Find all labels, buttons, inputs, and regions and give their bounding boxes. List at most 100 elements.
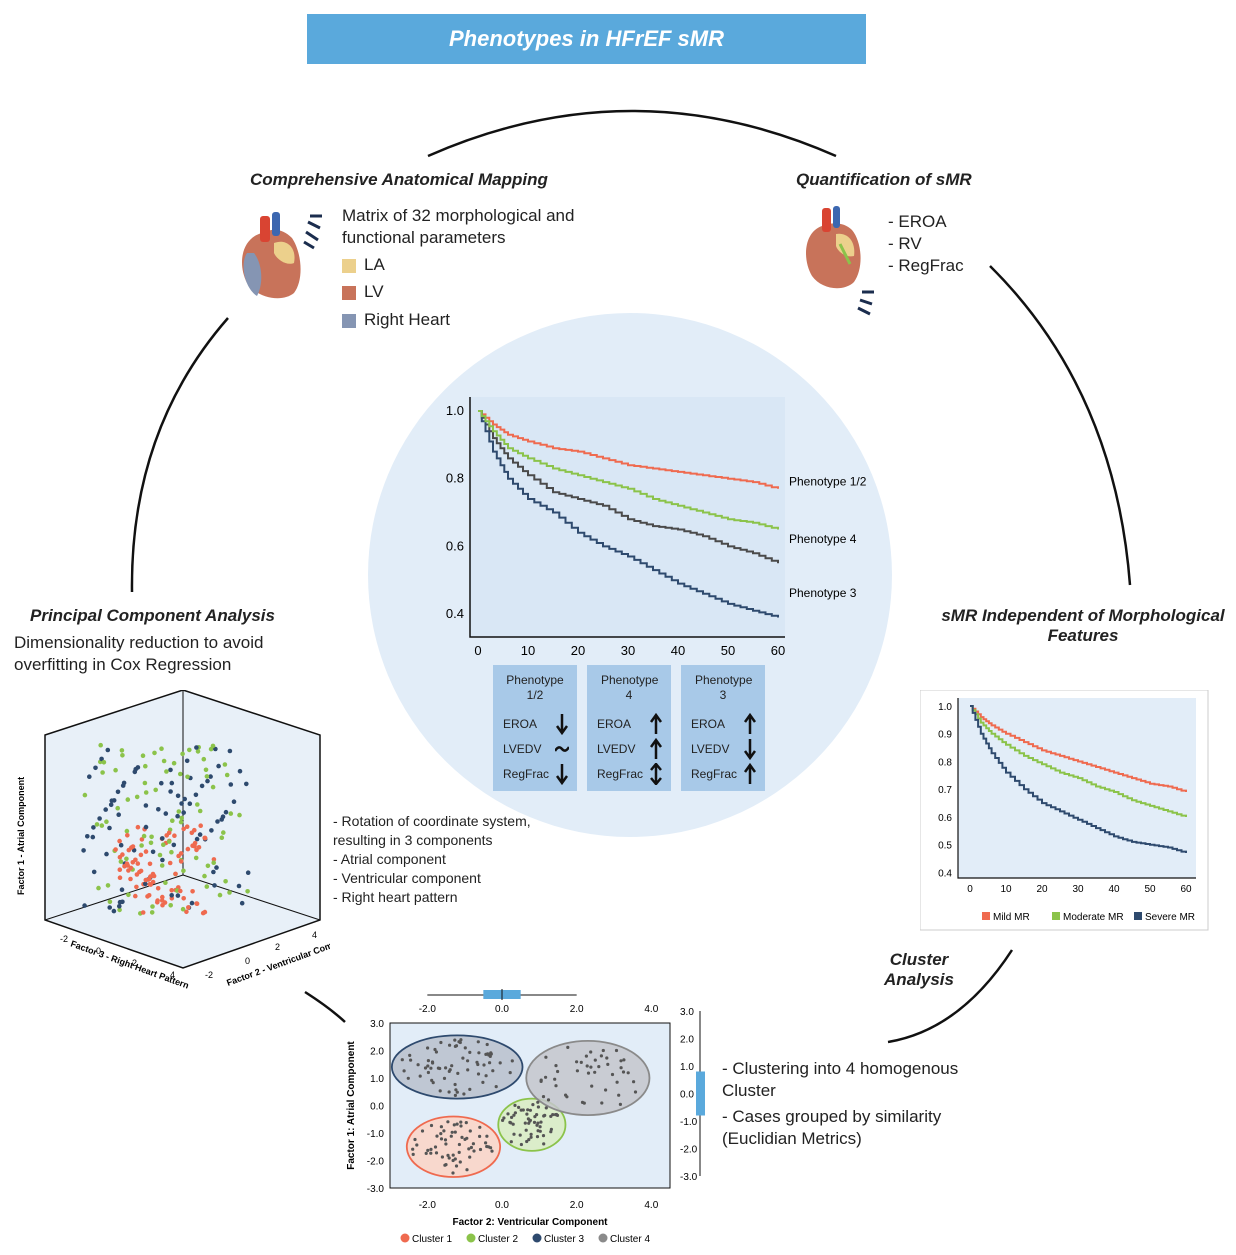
cluster-point	[506, 1112, 510, 1116]
pca-point	[111, 908, 117, 914]
cluster-point	[593, 1070, 597, 1074]
pca-point	[185, 774, 190, 780]
cluster-point	[626, 1071, 630, 1075]
cluster-point	[501, 1118, 505, 1122]
right-tick-label: -3.0	[680, 1172, 698, 1183]
pca-point	[189, 900, 195, 906]
cluster-point	[529, 1132, 533, 1136]
pca-point	[213, 746, 218, 752]
pca-point	[142, 780, 148, 786]
cluster-point	[420, 1129, 425, 1133]
top-tick-label: 4.0	[644, 1004, 658, 1015]
cluster-ellipse	[390, 1034, 524, 1100]
cluster-point	[434, 1151, 439, 1155]
pca-point	[163, 880, 168, 885]
cluster-point	[426, 1148, 430, 1152]
pca-point	[153, 787, 158, 793]
pca-axis1-label: Factor 1 - Atrial Component	[16, 777, 26, 895]
legend-label: Severe MR	[1145, 912, 1195, 923]
pca-point	[163, 811, 169, 816]
cluster-point	[451, 1171, 455, 1175]
cluster-point	[618, 1102, 622, 1106]
pca-point	[150, 849, 156, 855]
legend-marker	[466, 1233, 476, 1243]
pca-point	[182, 796, 187, 802]
pca-point	[161, 842, 166, 847]
right-tick-label: 0.0	[680, 1090, 694, 1101]
cluster-point	[423, 1066, 428, 1070]
cluster-point	[619, 1059, 623, 1063]
pca-point	[116, 812, 121, 817]
cluster-point	[511, 1122, 515, 1126]
pca-tick: 0	[245, 956, 250, 966]
cluster-point	[429, 1151, 433, 1155]
cluster-point	[584, 1054, 588, 1058]
pca-point	[180, 906, 186, 912]
pca-point	[159, 863, 165, 868]
cluster-point	[525, 1139, 529, 1144]
cluster-point	[478, 1147, 483, 1152]
pca-point	[222, 762, 228, 767]
y-tick-label: 0.6	[938, 813, 952, 824]
anatomical-mapping-title: Comprehensive Anatomical Mapping	[250, 170, 548, 189]
pca-point	[186, 905, 191, 910]
cluster-point	[465, 1168, 469, 1172]
cluster-point	[471, 1142, 475, 1146]
cluster-point	[541, 1095, 546, 1099]
pca-point	[133, 893, 138, 899]
pca-point	[208, 774, 213, 779]
right-tick-label: -2.0	[680, 1145, 698, 1156]
cluster-point	[599, 1054, 603, 1058]
cluster-point	[453, 1093, 457, 1097]
cluster-point	[528, 1108, 532, 1112]
pca-point	[178, 888, 183, 894]
x-tick-label: 30	[621, 643, 635, 658]
cluster-point	[549, 1127, 553, 1131]
arrow-up-icon	[649, 738, 663, 759]
pca-point	[175, 793, 181, 799]
row-label: RegFrac	[597, 767, 644, 781]
quantification-items: - EROA - RV - RegFrac	[888, 211, 964, 277]
pca-point	[149, 910, 155, 915]
cluster-point	[453, 1038, 457, 1042]
pca-point	[231, 799, 237, 804]
pca-point	[150, 871, 156, 877]
x-axis-label: Factor 2: Ventricular Component	[452, 1217, 608, 1228]
pca-point	[161, 758, 167, 764]
pca-point	[134, 794, 140, 800]
cluster-point	[447, 1090, 451, 1094]
cluster-point	[485, 1042, 489, 1047]
pca-point	[109, 798, 115, 803]
pca-3d-scatter: Factor 1 - Atrial Component Factor 3 - R…	[16, 690, 330, 991]
chart-axes	[469, 397, 785, 638]
cluster-point	[448, 1043, 452, 1047]
legend-label: Moderate MR	[1063, 912, 1124, 923]
right-tick-label: 1.0	[680, 1062, 694, 1073]
series-line	[478, 410, 779, 564]
cluster-point	[556, 1069, 560, 1074]
series-line	[970, 705, 1187, 817]
pca-point	[124, 828, 130, 834]
arrow-down-icon	[555, 764, 569, 785]
pca-point	[202, 873, 207, 879]
cluster-point	[524, 1128, 528, 1132]
cluster-point	[457, 1142, 461, 1147]
pca-point	[139, 843, 144, 848]
x-tick-label: 4.0	[644, 1200, 658, 1211]
cluster-point	[564, 1093, 568, 1097]
title-banner: Phenotypes in HFrEF sMR	[307, 14, 866, 64]
pca-point	[140, 910, 146, 915]
row-label: RegFrac	[691, 767, 738, 781]
cluster-point	[554, 1064, 558, 1068]
cluster-point	[527, 1138, 531, 1142]
cluster-point	[447, 1156, 451, 1160]
pca-point	[245, 870, 251, 875]
pca-point	[184, 824, 190, 829]
pca-point	[205, 863, 211, 869]
x-tick-label: 10	[521, 643, 535, 658]
pca-bullet: - Right heart pattern	[333, 889, 458, 905]
cluster-point	[469, 1145, 473, 1150]
pca-point	[187, 801, 193, 806]
